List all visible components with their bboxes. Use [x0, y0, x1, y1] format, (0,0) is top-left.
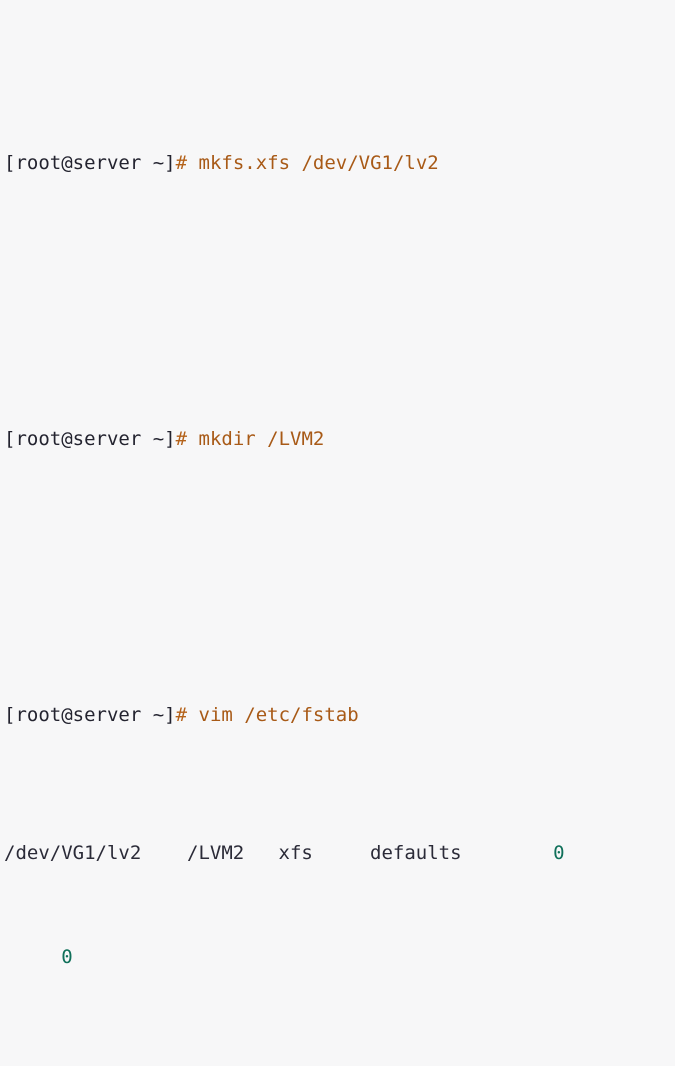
command-text-mkdir: mkdir	[198, 428, 256, 450]
command-text-mkfs: mkfs.xfs	[198, 152, 291, 174]
prompt-hash-symbol: #	[175, 704, 188, 726]
command-args-vim: /etc/fstab	[232, 704, 359, 726]
fstab-entry-fields: /dev/VG1/lv2 /LVM2 xfs defaults	[4, 842, 554, 864]
fstab-pass-value: 0	[61, 945, 73, 968]
command-space	[187, 704, 198, 726]
shell-prompt: [root@server ~]	[4, 428, 176, 450]
command-args-mkfs: /dev/VG1/lv2	[290, 152, 439, 174]
blank-line-3	[4, 1043, 675, 1066]
command-line-mkdir: [root@server ~]# mkdir /LVM2	[4, 422, 675, 457]
command-args-mkdir: /LVM2	[255, 428, 325, 450]
fstab-entry-line: /dev/VG1/lv2 /LVM2 xfs defaults 0	[4, 836, 675, 871]
command-text-vim: vim	[198, 704, 233, 726]
fstab-wrap-indent	[4, 946, 61, 968]
blank-line-1	[4, 250, 675, 285]
command-line-vim: [root@server ~]# vim /etc/fstab	[4, 698, 675, 733]
command-name-mkfs	[187, 152, 198, 174]
fstab-entry-wrap-line: 0	[4, 940, 675, 975]
command-space	[187, 428, 198, 450]
blank-line-2	[4, 526, 675, 561]
shell-prompt: [root@server ~]	[4, 704, 176, 726]
prompt-hash-symbol: #	[175, 428, 188, 450]
terminal-output-area[interactable]: [root@server ~]# mkfs.xfs /dev/VG1/lv2 […	[0, 0, 675, 968]
shell-prompt: [root@server ~]	[4, 152, 176, 174]
fstab-dump-value: 0	[553, 842, 565, 864]
command-line-mkfs: [root@server ~]# mkfs.xfs /dev/VG1/lv2	[4, 146, 675, 181]
prompt-hash-symbol: #	[175, 152, 188, 174]
